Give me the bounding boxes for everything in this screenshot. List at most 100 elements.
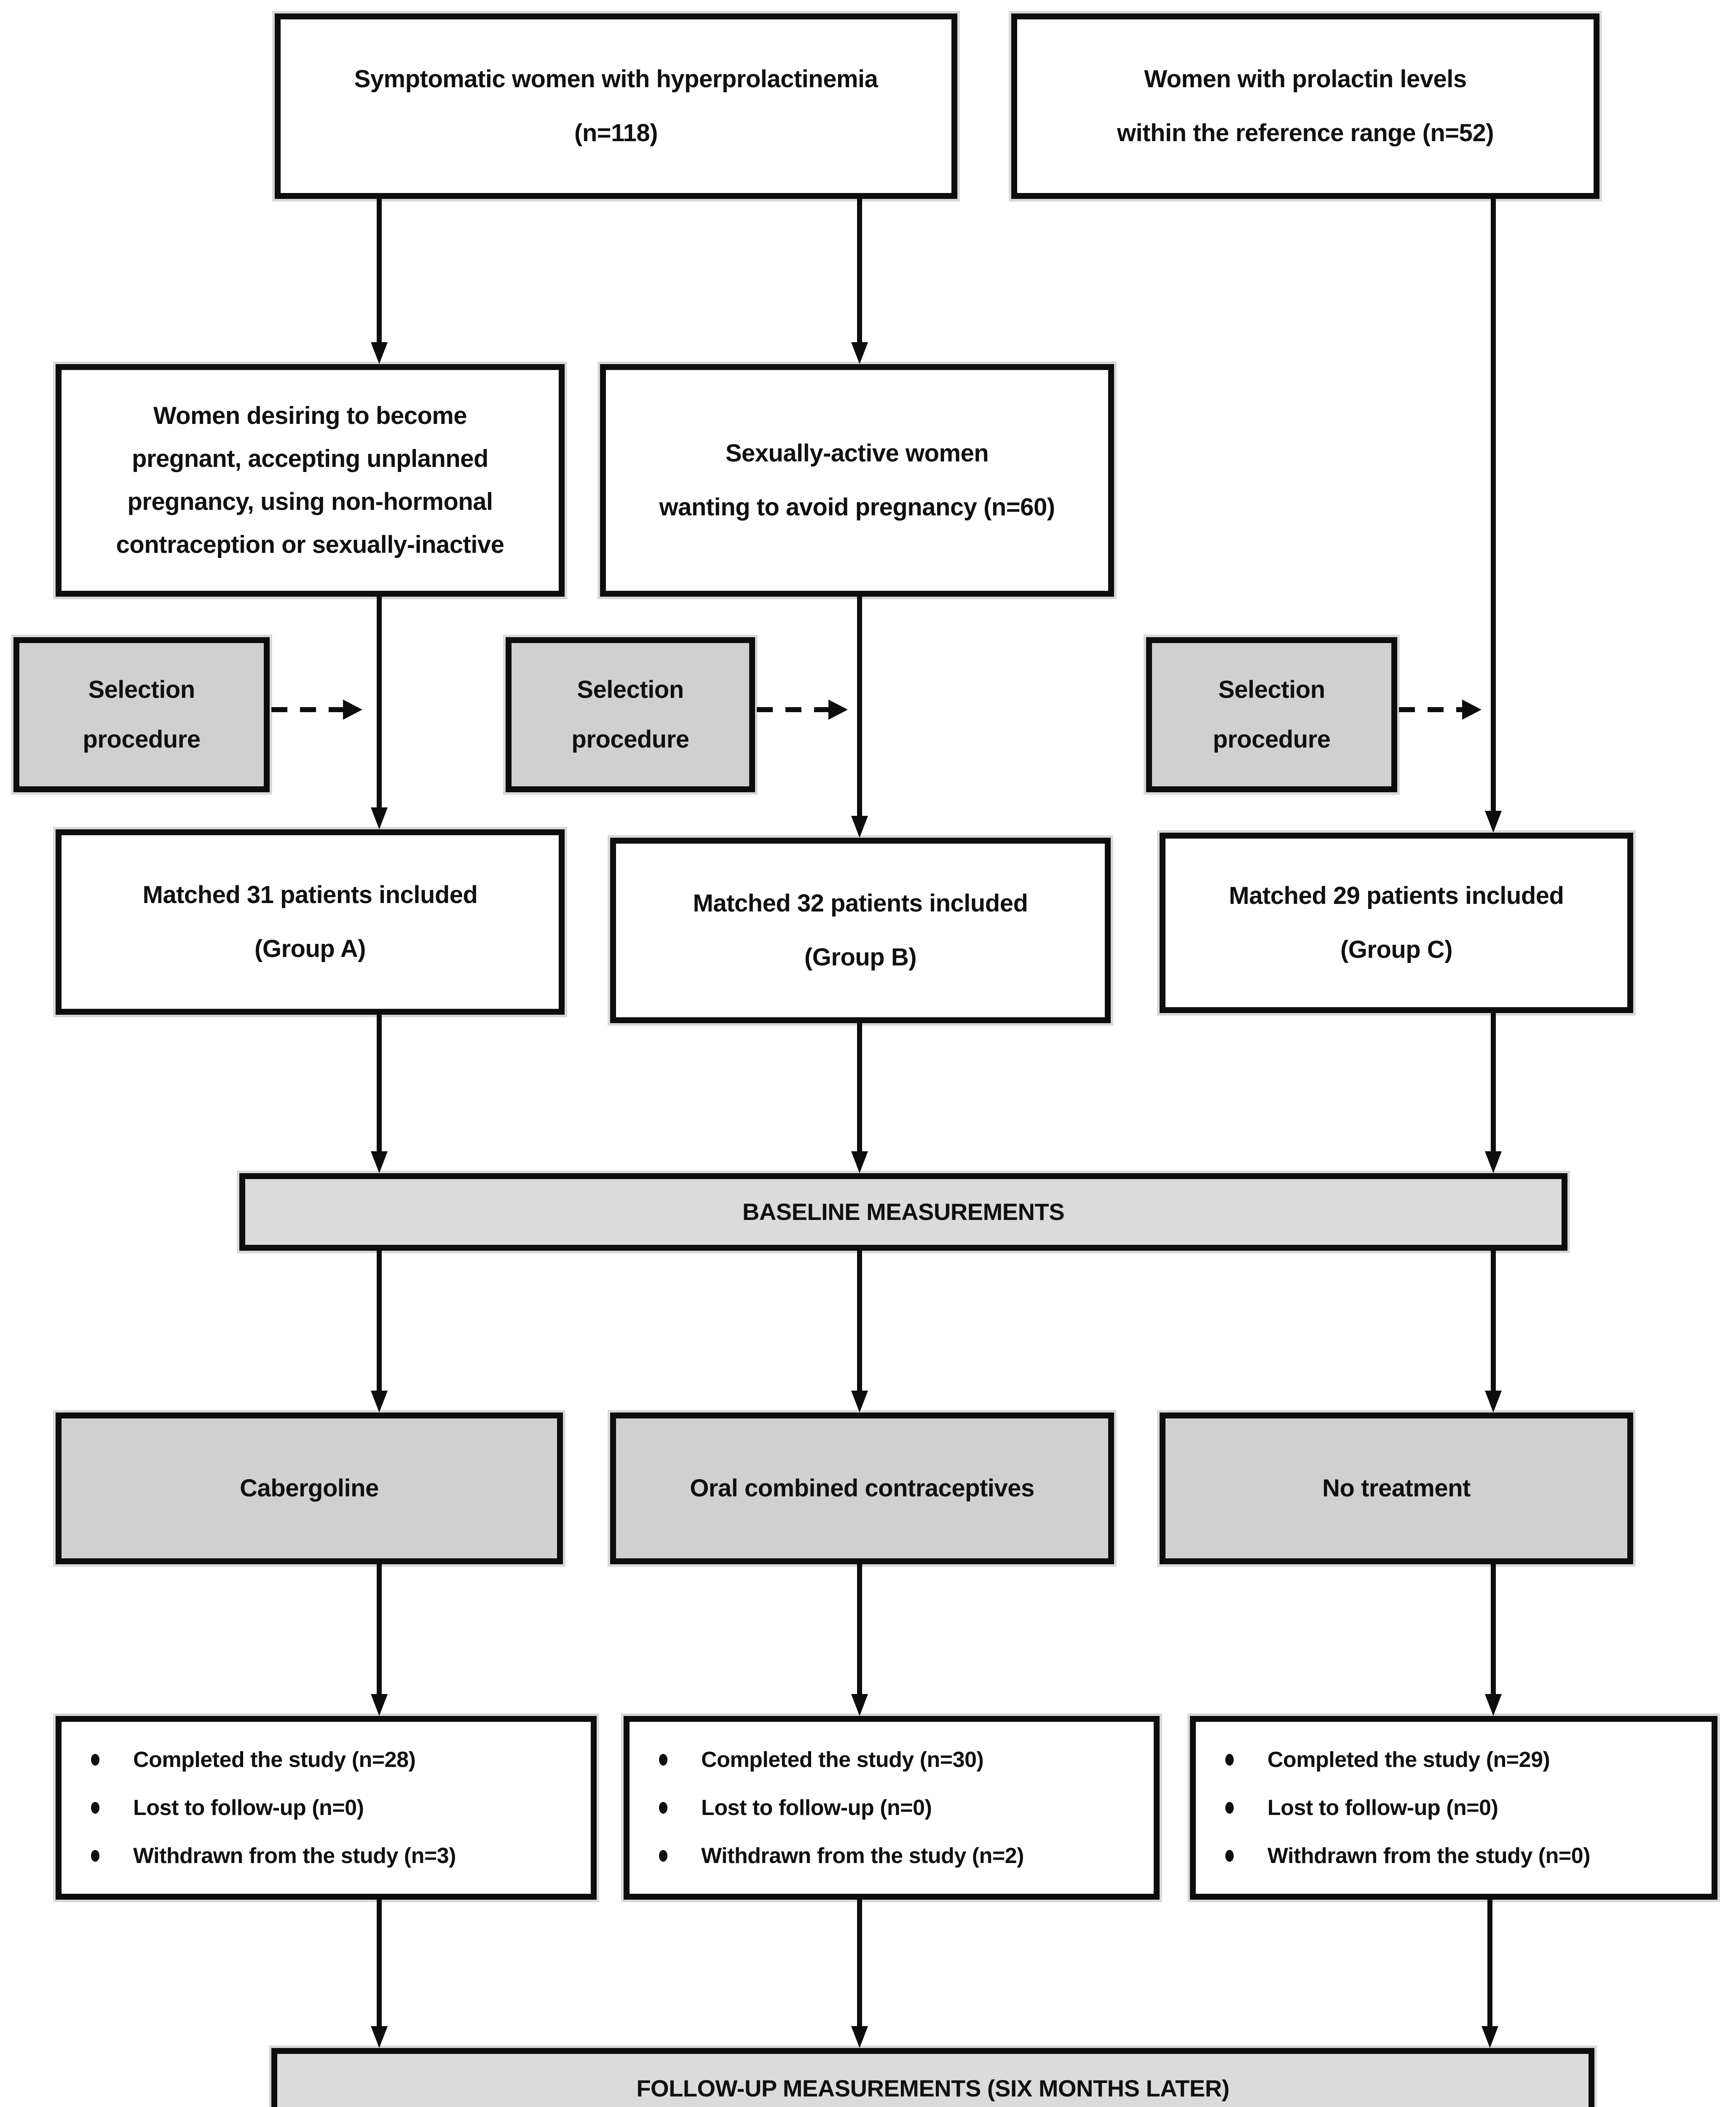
arrow-pregnant-to-matched-a-head bbox=[371, 807, 388, 829]
arrow-outcome-b-to-followup-line bbox=[857, 1900, 862, 2026]
arrow-outcome-c-to-followup-head bbox=[1481, 2026, 1498, 2048]
arrow-baseline-to-notreatment-line bbox=[1491, 1251, 1496, 1391]
box-line: (n=118) bbox=[574, 119, 658, 147]
bar-label: BASELINE MEASUREMENTS bbox=[742, 1198, 1065, 1225]
outcome-item: Withdrawn from the study (n=0) bbox=[1225, 1844, 1695, 1868]
selection-procedure-box-c: Selection procedure bbox=[1146, 637, 1397, 792]
outcome-item: Withdrawn from the study (n=3) bbox=[91, 1844, 574, 1868]
box-line: procedure bbox=[83, 726, 201, 753]
box-matched-group-c: Matched 29 patients included (Group C) bbox=[1160, 833, 1633, 1013]
outcome-text: Completed the study (n=28) bbox=[133, 1748, 416, 1772]
box-line: Sexually-active women bbox=[725, 440, 989, 467]
box-line: Women desiring to become bbox=[153, 402, 467, 429]
arrow-hyper-to-pregnant-head bbox=[371, 342, 388, 364]
arrow-avoid-to-matched-b-head bbox=[851, 816, 868, 838]
box-line: (Group B) bbox=[804, 944, 917, 971]
box-line: procedure bbox=[571, 726, 689, 753]
bullet-icon bbox=[1225, 1850, 1234, 1862]
outcome-group-b-box: Completed the study (n=30) Lost to follo… bbox=[624, 1716, 1160, 1900]
outcome-item: Completed the study (n=29) bbox=[1225, 1748, 1695, 1772]
box-line: Cabergoline bbox=[240, 1474, 379, 1502]
box-line: Matched 29 patients included bbox=[1229, 882, 1564, 909]
arrow-baseline-to-cabergoline-head bbox=[371, 1391, 388, 1413]
outcome-group-a-box: Completed the study (n=28) Lost to follo… bbox=[56, 1716, 597, 1900]
arrow-cabergoline-to-outcome-line bbox=[377, 1564, 382, 1694]
box-line: (Group A) bbox=[255, 935, 366, 962]
selection-procedure-box-b: Selection procedure bbox=[506, 637, 755, 792]
outcome-text: Withdrawn from the study (n=3) bbox=[133, 1844, 456, 1868]
arrow-cabergoline-to-outcome-head bbox=[371, 1694, 388, 1716]
arrow-normal-to-matched-c-line bbox=[1491, 199, 1496, 811]
bullet-icon bbox=[1225, 1754, 1234, 1766]
bullet-icon bbox=[659, 1754, 667, 1766]
arrow-baseline-to-occ-head bbox=[851, 1391, 868, 1413]
arrow-matched-a-to-baseline-head bbox=[371, 1151, 388, 1173]
arrow-occ-to-outcome-line bbox=[857, 1564, 862, 1694]
arrow-hyper-to-pregnant-line bbox=[377, 199, 382, 342]
outcome-text: Withdrawn from the study (n=0) bbox=[1267, 1844, 1591, 1868]
arrow-baseline-to-cabergoline-line bbox=[377, 1251, 382, 1391]
outcome-item: Lost to follow-up (n=0) bbox=[1225, 1796, 1695, 1820]
box-symptomatic-women: Symptomatic women with hyperprolactinemi… bbox=[275, 13, 957, 199]
bullet-icon bbox=[1225, 1802, 1234, 1814]
outcome-item: Completed the study (n=28) bbox=[91, 1748, 574, 1772]
box-line: procedure bbox=[1213, 726, 1331, 753]
arrow-outcome-c-to-followup-line bbox=[1487, 1900, 1492, 2026]
baseline-measurements-bar: BASELINE MEASUREMENTS bbox=[239, 1173, 1567, 1251]
box-line: Selection bbox=[88, 676, 195, 703]
arrow-notreatment-to-outcome-line bbox=[1491, 1564, 1496, 1694]
box-line: contraception or sexually-inactive bbox=[116, 531, 504, 558]
bullet-icon bbox=[659, 1850, 667, 1862]
outcome-item: Lost to follow-up (n=0) bbox=[91, 1796, 574, 1820]
dashed-arrow-selection-b-line bbox=[757, 707, 828, 712]
outcome-item: Withdrawn from the study (n=2) bbox=[659, 1844, 1137, 1868]
arrow-hyper-to-avoid-line bbox=[857, 199, 862, 342]
box-line: Oral combined contraceptives bbox=[690, 1474, 1034, 1502]
treatment-oral-contraceptives-box: Oral combined contraceptives bbox=[610, 1413, 1114, 1564]
outcome-text: Lost to follow-up (n=0) bbox=[1267, 1796, 1498, 1820]
box-line: Selection bbox=[1218, 676, 1325, 703]
box-line: within the reference range (n=52) bbox=[1117, 119, 1494, 147]
outcome-text: Completed the study (n=29) bbox=[1267, 1748, 1550, 1772]
outcome-text: Lost to follow-up (n=0) bbox=[133, 1796, 364, 1820]
bullet-icon bbox=[659, 1802, 667, 1814]
box-sexually-active-women: Sexually-active women wanting to avoid p… bbox=[600, 364, 1114, 597]
box-matched-group-b: Matched 32 patients included (Group B) bbox=[610, 838, 1111, 1023]
arrow-pregnant-to-matched-a-line bbox=[377, 597, 382, 807]
arrow-outcome-b-to-followup-head bbox=[851, 2026, 868, 2048]
outcome-text: Withdrawn from the study (n=2) bbox=[701, 1844, 1024, 1868]
box-line: (Group C) bbox=[1340, 936, 1453, 963]
arrow-notreatment-to-outcome-head bbox=[1485, 1694, 1502, 1716]
treatment-cabergoline-box: Cabergoline bbox=[56, 1413, 563, 1564]
arrow-baseline-to-occ-line bbox=[857, 1251, 862, 1391]
arrow-matched-b-to-baseline-head bbox=[851, 1151, 868, 1173]
dashed-arrow-selection-a-line bbox=[271, 707, 343, 712]
treatment-none-box: No treatment bbox=[1160, 1413, 1633, 1564]
box-line: Matched 31 patients included bbox=[142, 881, 478, 909]
dashed-arrow-selection-a-head bbox=[343, 700, 362, 720]
arrow-normal-to-matched-c-head bbox=[1485, 811, 1502, 833]
box-line: wanting to avoid pregnancy (n=60) bbox=[659, 493, 1055, 521]
box-normal-prolactin-women: Women with prolactin levels within the r… bbox=[1011, 13, 1599, 199]
outcome-group-c-box: Completed the study (n=29) Lost to follo… bbox=[1190, 1716, 1717, 1900]
outcome-text: Completed the study (n=30) bbox=[701, 1748, 984, 1772]
box-line: Women with prolactin levels bbox=[1144, 65, 1467, 93]
dashed-arrow-selection-b-head bbox=[828, 700, 848, 720]
arrow-baseline-to-notreatment-head bbox=[1485, 1391, 1502, 1413]
arrow-avoid-to-matched-b-line bbox=[857, 597, 862, 816]
followup-measurements-bar: FOLLOW-UP MEASUREMENTS (SIX MONTHS LATER… bbox=[271, 2048, 1594, 2107]
arrow-matched-c-to-baseline-head bbox=[1485, 1151, 1502, 1173]
box-desiring-pregnancy: Women desiring to become pregnant, accep… bbox=[56, 364, 565, 597]
arrow-outcome-a-to-followup-head bbox=[371, 2026, 388, 2048]
arrow-outcome-a-to-followup-line bbox=[377, 1900, 382, 2026]
arrow-matched-c-to-baseline-line bbox=[1491, 1013, 1496, 1151]
outcome-text: Lost to follow-up (n=0) bbox=[701, 1796, 932, 1820]
box-line: No treatment bbox=[1322, 1474, 1471, 1502]
dashed-arrow-selection-c-line bbox=[1399, 707, 1462, 712]
dashed-arrow-selection-c-head bbox=[1462, 700, 1481, 720]
box-line: pregnancy, using non-hormonal bbox=[127, 488, 493, 515]
bullet-icon bbox=[91, 1754, 99, 1766]
box-line: Symptomatic women with hyperprolactinemi… bbox=[354, 65, 878, 93]
bar-label: FOLLOW-UP MEASUREMENTS (SIX MONTHS LATER… bbox=[636, 2075, 1230, 2102]
